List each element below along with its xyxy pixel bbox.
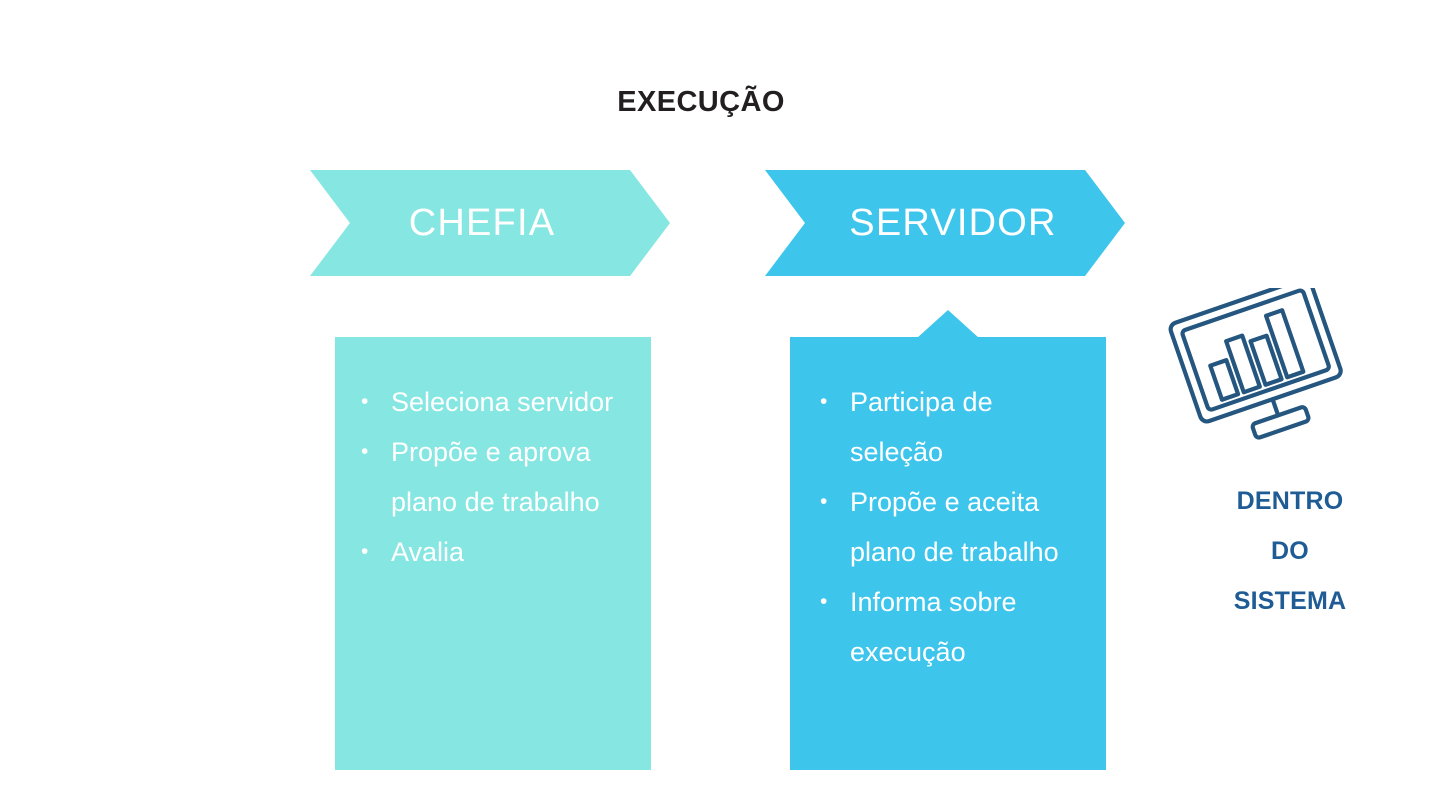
list-item: Propõe e aceita plano de trabalho bbox=[816, 477, 1092, 577]
monitor-bar-chart-icon bbox=[1158, 276, 1358, 453]
list-item: Propõe e aprova plano de trabalho bbox=[357, 427, 633, 527]
chevron-label-servidor: SERVIDOR bbox=[849, 202, 1057, 244]
page-title: EXECUÇÃO bbox=[0, 86, 1440, 119]
panel-notch-triangle-icon bbox=[917, 310, 979, 338]
chevron-banner-chefia: CHEFIA bbox=[310, 170, 670, 276]
content-panel-servidor: Participa de seleção Propõe e aceita pla… bbox=[790, 337, 1106, 770]
list-item: Participa de seleção bbox=[816, 377, 1092, 477]
list-item: Seleciona servidor bbox=[357, 377, 633, 427]
list-item: Avalia bbox=[357, 527, 633, 577]
bullet-list-chefia: Seleciona servidor Propõe e aprova plano… bbox=[357, 377, 633, 577]
page-title-text: EXECUÇÃO bbox=[617, 86, 785, 118]
chevron-banner-servidor: SERVIDOR bbox=[765, 170, 1125, 276]
list-item: Informa sobre execução bbox=[816, 577, 1092, 677]
caption-line-2: DO bbox=[1271, 537, 1309, 565]
caption-line-1: DENTRO bbox=[1236, 487, 1344, 515]
caption-line-3: SISTEMA bbox=[1233, 587, 1347, 615]
bullet-list-servidor: Participa de seleção Propõe e aceita pla… bbox=[816, 377, 1092, 677]
system-caption: DENTRO DO SISTEMA bbox=[1175, 476, 1405, 626]
chevron-label-chefia: CHEFIA bbox=[408, 202, 556, 244]
content-panel-chefia: Seleciona servidor Propõe e aprova plano… bbox=[335, 337, 651, 770]
